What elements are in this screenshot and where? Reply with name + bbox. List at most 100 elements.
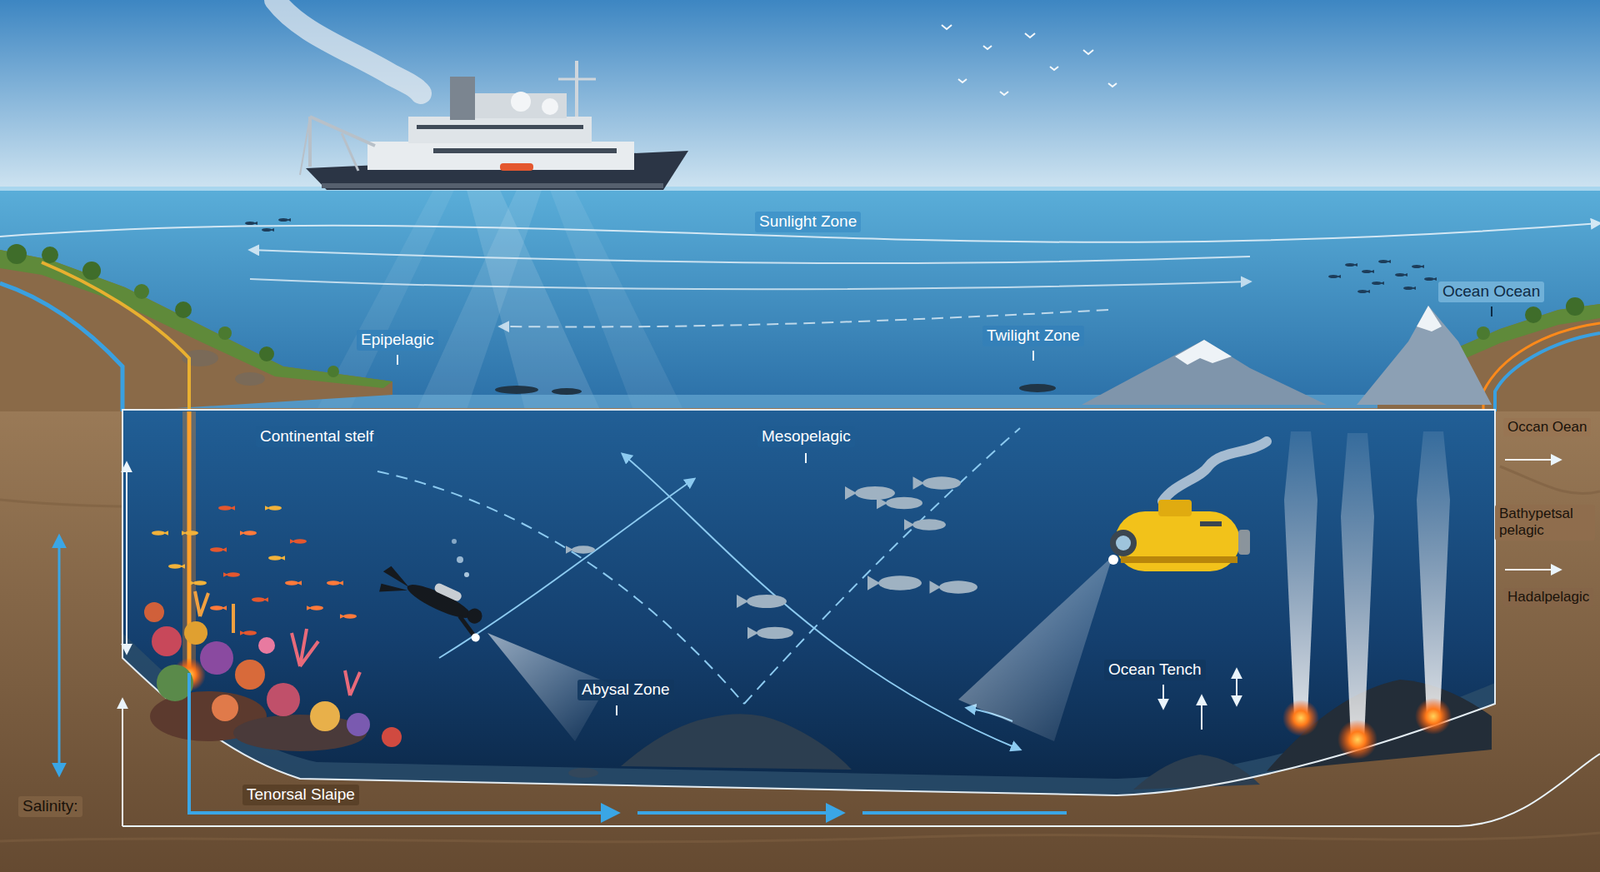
fish: [736, 595, 787, 609]
fish: [939, 580, 978, 594]
fish: [278, 218, 291, 222]
coral-reef: [151, 626, 182, 657]
left-coast: [82, 261, 101, 280]
deep-sea-section: [122, 410, 1495, 796]
fish: [278, 218, 289, 222]
sky: [941, 25, 1117, 95]
fish: [1378, 260, 1389, 264]
fish: [845, 486, 895, 500]
fish: [1411, 265, 1425, 269]
surface-currents: [250, 250, 1250, 264]
coral-reef: [144, 602, 165, 623]
research-ship: [300, 60, 689, 190]
volcanic-islands: [1081, 340, 1327, 405]
side-arrows: [1162, 685, 1165, 709]
left-coast: [41, 246, 59, 264]
fish: [181, 530, 199, 535]
fish: [1424, 277, 1437, 281]
leader-ticks: [615, 705, 618, 716]
fish: [1424, 277, 1435, 281]
zone-label: Abysal Zone: [577, 680, 675, 701]
deep-sea-section: [568, 768, 599, 779]
coral-reef: [184, 621, 208, 645]
deep-currents: [439, 479, 695, 659]
scuba-diver: [451, 539, 457, 545]
left-coast: [0, 250, 393, 412]
leader-ticks: [396, 355, 399, 365]
fish: [168, 564, 182, 569]
zone-label: Salinity:: [18, 796, 83, 818]
zone-label: Hadalpelagic: [1503, 588, 1594, 607]
fish: [1403, 286, 1414, 290]
fish: [285, 580, 299, 585]
scuba-diver: [433, 582, 463, 603]
fish: [151, 218, 1437, 640]
side-arrows: [58, 536, 61, 775]
fish: [876, 497, 923, 510]
fish: [1361, 270, 1372, 274]
zone-label: Tenorsal Slaipe: [242, 785, 360, 806]
fish: [878, 575, 922, 590]
right-coast: [1495, 333, 1600, 412]
surface-currents: [250, 279, 1250, 290]
fish: [243, 530, 257, 535]
leader-ticks: [397, 306, 1492, 716]
fish: [1357, 290, 1368, 294]
research-ship: [575, 60, 579, 117]
fish: [261, 228, 272, 232]
fish: [226, 572, 240, 577]
fish: [845, 486, 857, 500]
fish: [210, 605, 227, 610]
scuba-diver: [372, 539, 609, 742]
scuba-diver: [465, 606, 485, 627]
research-ship: [408, 116, 592, 144]
submersible: [958, 441, 1267, 742]
fish: [756, 627, 794, 640]
fish: [930, 580, 942, 594]
submersible: [1110, 530, 1137, 557]
research-ship: [367, 141, 635, 170]
side-arrows: [1200, 696, 1203, 730]
left-coast: [6, 244, 27, 265]
side-arrows: [1235, 670, 1238, 705]
scuba-diver: [455, 616, 480, 637]
fish: [912, 519, 946, 530]
zone-label: Ocean Ocean: [1438, 281, 1545, 303]
fish: [218, 505, 232, 510]
research-ship: [416, 125, 584, 130]
fish: [1328, 275, 1341, 279]
fish: [913, 476, 962, 490]
left-coast: [0, 244, 393, 412]
leader-ticks: [1032, 350, 1035, 361]
fish: [867, 575, 922, 590]
hydrothermal-vents: [1337, 720, 1378, 760]
zone-label: Twilight Zone: [982, 325, 1085, 347]
left-coast: [175, 301, 192, 319]
fish: [210, 547, 227, 552]
surface-currents: [500, 310, 1109, 327]
fish: [746, 595, 787, 609]
fish: [293, 539, 307, 544]
left-coast: [0, 283, 123, 412]
side-arrows: [125, 463, 128, 654]
scuba-diver: [375, 564, 415, 603]
fish: [1371, 281, 1382, 285]
fish: [922, 476, 961, 490]
fish: [218, 505, 235, 510]
deep-sea-section: [620, 714, 852, 770]
side-arrows: [637, 811, 842, 815]
fish: [268, 505, 282, 510]
coral-reef: [211, 695, 239, 722]
fish: [855, 486, 895, 500]
leader-ticks: [805, 453, 807, 464]
hydrothermal-vents: [1284, 431, 1318, 717]
fish: [326, 580, 344, 585]
scuba-diver: [470, 632, 481, 644]
sky: [275, 0, 421, 94]
left-coast: [259, 346, 275, 362]
research-ship: [341, 133, 359, 171]
fish: [261, 228, 275, 232]
fish: [285, 580, 302, 585]
left-coast: [218, 326, 232, 340]
submersible: [958, 556, 1113, 742]
